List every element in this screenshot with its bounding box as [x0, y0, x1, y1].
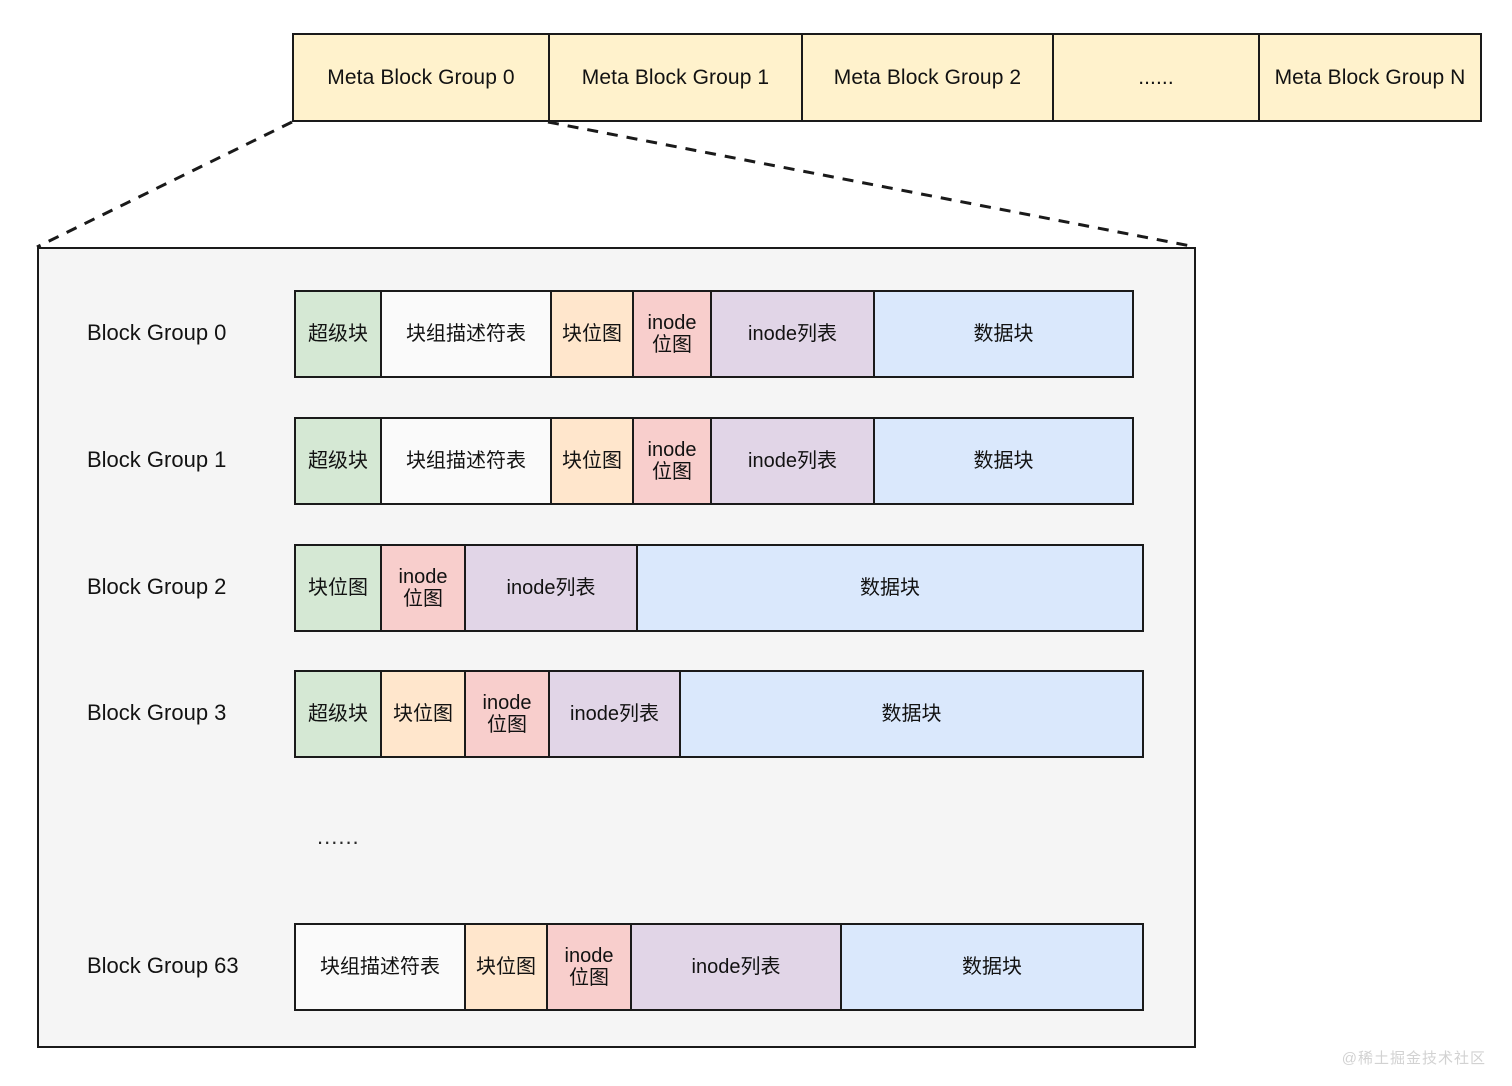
block-group-segment: inode 位图	[466, 672, 550, 756]
meta-block-group-cell-0: Meta Block Group 0	[294, 35, 550, 120]
block-group-segment: 超级块	[296, 672, 382, 756]
block-group-segment: 数据块	[875, 292, 1132, 376]
block-group-segment: 数据块	[681, 672, 1142, 756]
block-group-segment: inode列表	[712, 292, 875, 376]
block-group-row-label: Block Group 3	[87, 700, 227, 725]
connector-line-right	[547, 120, 1197, 249]
block-group-segment: 超级块	[296, 419, 382, 503]
block-group-row-label: Block Group 2	[87, 574, 227, 599]
block-group-segment: inode 位图	[634, 419, 712, 503]
meta-block-group-cell-ellipsis: ......	[1054, 35, 1260, 120]
block-group-segment: 数据块	[875, 419, 1132, 503]
block-group-segment: 数据块	[842, 925, 1142, 1009]
block-group-segment: inode 位图	[382, 546, 466, 630]
block-group-segment: 超级块	[296, 292, 382, 376]
block-group-segment: 块位图	[552, 419, 634, 503]
block-group-segment: 块组描述符表	[382, 292, 552, 376]
block-group-row-label: Block Group 1	[87, 447, 227, 472]
meta-block-group-cell-2: Meta Block Group 2	[803, 35, 1054, 120]
block-group-segment: inode列表	[550, 672, 681, 756]
block-group-segment: inode列表	[632, 925, 842, 1009]
block-group-row-label: Block Group 0	[87, 320, 227, 345]
block-group-segment: 块组描述符表	[296, 925, 466, 1009]
block-group-segment: inode 位图	[634, 292, 712, 376]
meta-block-group-cell-1: Meta Block Group 1	[550, 35, 803, 120]
meta-block-group-cell-n: Meta Block Group N	[1260, 35, 1480, 120]
connector-line-left	[36, 120, 293, 249]
block-group-segment: inode列表	[712, 419, 875, 503]
block-group-segment: inode列表	[466, 546, 638, 630]
block-group-segment: 块组描述符表	[382, 419, 552, 503]
block-group-segment: inode 位图	[548, 925, 632, 1009]
block-group-row-label: Block Group 63	[87, 953, 239, 978]
block-group-segment: 数据块	[638, 546, 1142, 630]
watermark: @稀土掘金技术社区	[1341, 1050, 1486, 1067]
block-group-rows-ellipsis: ......	[317, 824, 360, 849]
block-group-segment: 块位图	[552, 292, 634, 376]
block-group-segment: 块位图	[466, 925, 548, 1009]
block-group-segment: 块位图	[382, 672, 466, 756]
meta-block-group-strip: Meta Block Group 0 Meta Block Group 1 Me…	[292, 33, 1482, 122]
block-group-segment: 块位图	[296, 546, 382, 630]
